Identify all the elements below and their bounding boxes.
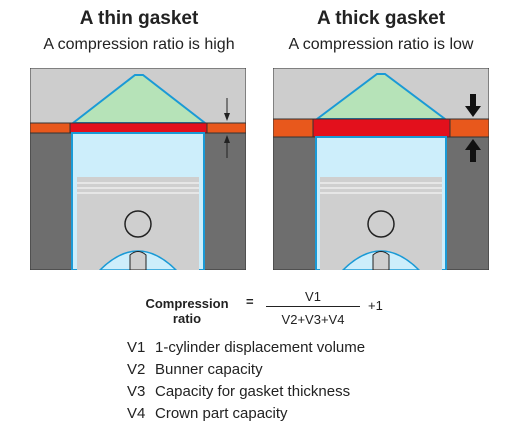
gasket-left bbox=[30, 122, 71, 134]
gasket-center bbox=[69, 122, 208, 134]
gasket-left bbox=[273, 118, 314, 138]
formula-equals: = bbox=[246, 294, 254, 309]
legend-key: V3 bbox=[127, 383, 146, 400]
legend-row: V2 Bunner capacity bbox=[127, 359, 365, 381]
gasket-right bbox=[206, 122, 246, 134]
formula-numerator: V1 bbox=[305, 289, 321, 304]
thin-gasket-subtitle: A compression ratio is high bbox=[43, 36, 235, 53]
piston-pin bbox=[367, 210, 395, 238]
legend-text: 1-cylinder displacement volume bbox=[155, 339, 366, 356]
gasket-right bbox=[449, 118, 489, 138]
thick-gasket-title: A thick gasket bbox=[316, 8, 446, 29]
legend-key: V2 bbox=[127, 361, 146, 378]
legend-text: Bunner capacity bbox=[155, 361, 263, 378]
formula-denominator: V2+V3+V4 bbox=[281, 312, 345, 327]
thick-gasket-engine-diagram bbox=[273, 68, 489, 270]
bold-arrow-down-icon bbox=[465, 94, 481, 117]
legend-text: Crown part capacity bbox=[155, 405, 288, 422]
formula-suffix: +1 bbox=[368, 298, 383, 313]
piston-pin bbox=[124, 210, 152, 238]
formula-fraction-bar bbox=[266, 306, 360, 307]
bold-arrow-up-icon bbox=[465, 139, 481, 162]
legend-key: V1 bbox=[127, 339, 146, 356]
legend-text: Capacity for gasket thickness bbox=[155, 383, 351, 400]
legend-row: V1 1-cylinder displacement volume bbox=[127, 337, 365, 359]
formula-label: Compression ratio bbox=[132, 296, 242, 326]
thin-gasket-engine-diagram bbox=[30, 68, 246, 270]
gasket-center bbox=[312, 118, 451, 138]
volume-legend: V1 1-cylinder displacement volume V2 Bunne… bbox=[127, 337, 365, 425]
formula-label-line1: Compression bbox=[145, 296, 229, 311]
thin-gasket-title: A thin gasket bbox=[79, 8, 199, 29]
legend-key: V4 bbox=[127, 405, 146, 422]
formula-label-line2: ratio bbox=[172, 311, 202, 326]
thick-gasket-subtitle: A compression ratio is low bbox=[288, 36, 474, 53]
legend-row: V4 Crown part capacity bbox=[127, 403, 365, 425]
legend-row: V3 Capacity for gasket thickness bbox=[127, 381, 365, 403]
